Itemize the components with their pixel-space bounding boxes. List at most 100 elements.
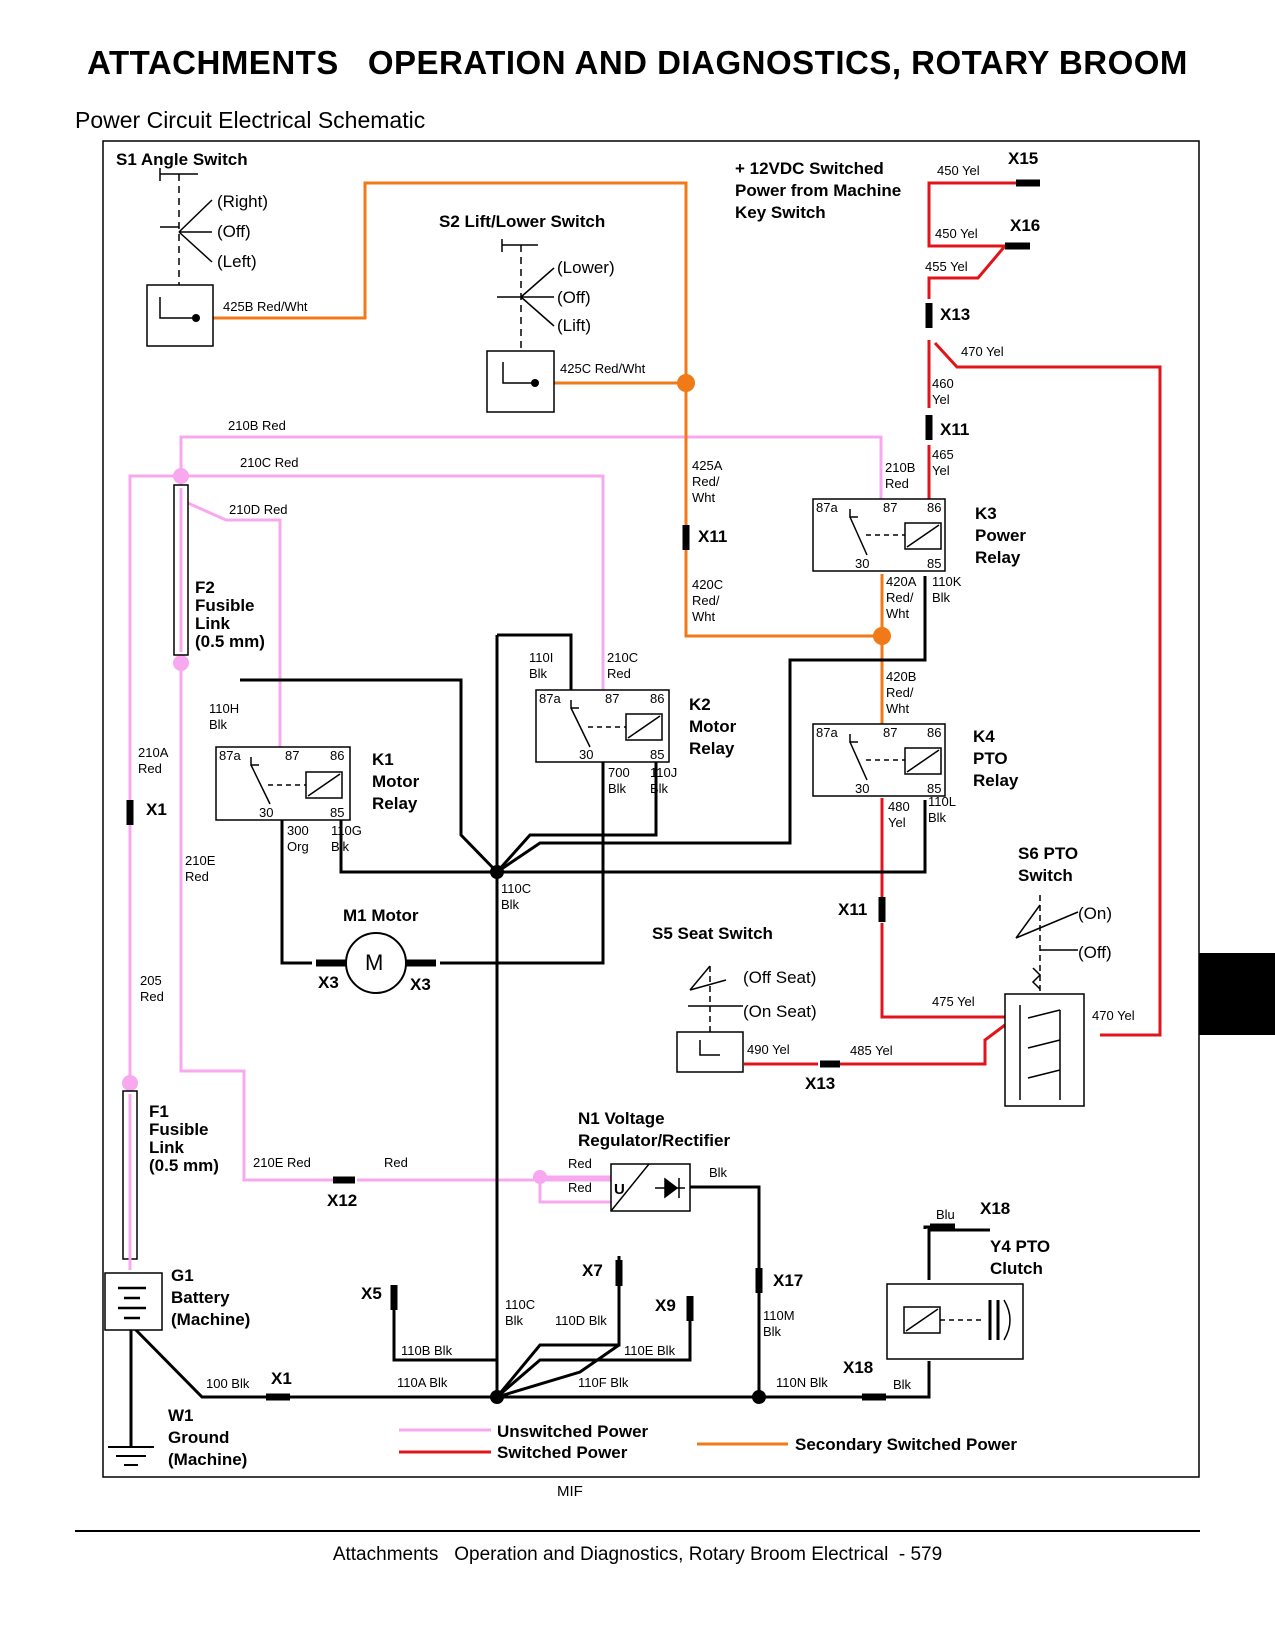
- wire-label: Red/: [692, 474, 720, 489]
- wire-label: Blk: [928, 810, 947, 825]
- wire-label: Blk: [529, 666, 548, 681]
- connector-x12: X12: [327, 1191, 357, 1210]
- s1-left-label: (Left): [217, 252, 257, 271]
- connector-x3: X3: [318, 973, 339, 992]
- wire-label: 425B Red/Wht: [223, 299, 308, 314]
- junction-dot: [173, 655, 189, 671]
- relay-terminal-labels: 87a 87 86 30 85 87a 87 86 30 85 87a 87 8…: [219, 500, 941, 820]
- k3-relay-box: [812, 498, 946, 572]
- legend: Unswitched Power Switched Power Secondar…: [497, 1422, 1017, 1462]
- s2-off-label: (Off): [557, 288, 591, 307]
- wire-label: 470 Yel: [961, 344, 1004, 359]
- junction-dot: [490, 1390, 504, 1404]
- n1-voltage-regulator: [610, 1163, 691, 1212]
- wire-label: 110A Blk: [397, 1375, 448, 1390]
- m1-symbol: M: [365, 950, 383, 975]
- wire-label: Blk: [709, 1165, 728, 1180]
- page-footer: Attachments Operation and Diagnostics, R…: [332, 1544, 943, 1565]
- wire-label: Red/: [692, 593, 720, 608]
- wire-label: Red: [185, 869, 209, 884]
- junction-dot: [173, 468, 189, 484]
- w1-label: W1: [168, 1406, 194, 1425]
- wire-label: 110K: [932, 574, 962, 589]
- terminal-label: 87a: [816, 725, 838, 740]
- terminal-label: 30: [259, 805, 273, 820]
- wire-label: Red: [607, 666, 631, 681]
- connector-x17: X17: [773, 1271, 803, 1290]
- s5-label: S5 Seat Switch: [652, 924, 773, 943]
- w1-label: (Machine): [168, 1450, 247, 1469]
- wire-label: Red: [384, 1155, 408, 1170]
- k2-label: K2: [689, 695, 711, 714]
- k4-label: PTO: [973, 749, 1008, 768]
- s6-off-label: (Off): [1078, 943, 1112, 962]
- s2-lift-lower-switch: [486, 239, 555, 413]
- wire-label: 110L: [928, 794, 956, 809]
- f1-label: Fusible: [149, 1120, 209, 1139]
- wire-label: Blk: [331, 839, 350, 854]
- connector-marks: [126, 179, 1040, 1401]
- connector-x13: X13: [940, 305, 970, 324]
- power-source-label: + 12VDC Switched: [735, 159, 884, 178]
- wire-label: 485 Yel: [850, 1043, 893, 1058]
- wire-label: 210C: [607, 650, 638, 665]
- k3-label: Power: [975, 526, 1026, 545]
- wire-label: Blk: [763, 1324, 782, 1339]
- connector-x16: X16: [1010, 216, 1040, 235]
- k1-label: Motor: [372, 772, 420, 791]
- wire-label: Red: [568, 1156, 592, 1171]
- wire-label: 425C Red/Wht: [560, 361, 646, 376]
- legend-switched: Switched Power: [497, 1443, 628, 1462]
- secondary-switched-wires: [213, 181, 884, 729]
- wire-label: 210E Red: [253, 1155, 311, 1170]
- terminal-label: 30: [855, 781, 869, 796]
- wire-label: Yel: [932, 463, 950, 478]
- connector-x7: X7: [582, 1261, 603, 1280]
- f2-label: Fusible: [195, 596, 255, 615]
- wire-label: Blk: [608, 781, 627, 796]
- junction-dot: [533, 1170, 547, 1184]
- terminal-label: 86: [330, 748, 344, 763]
- f2-label: Link: [195, 614, 230, 633]
- k1-label: K1: [372, 750, 394, 769]
- connector-x5: X5: [361, 1284, 382, 1303]
- g1-label: Battery: [171, 1288, 230, 1307]
- wire-label: Blk: [932, 590, 951, 605]
- wire-label: 700: [608, 765, 630, 780]
- s1-label: S1 Angle Switch: [116, 150, 248, 169]
- diagram-subtitle: Power Circuit Electrical Schematic: [75, 107, 426, 133]
- s1-angle-switch: [146, 168, 214, 347]
- wire-label: 420C: [692, 577, 723, 592]
- wire-label: Wht: [886, 606, 910, 621]
- wire-label: Red/: [886, 685, 914, 700]
- terminal-label: 85: [927, 556, 941, 571]
- wire-label: 210A: [138, 745, 169, 760]
- s2-label: S2 Lift/Lower Switch: [439, 212, 605, 231]
- junction-dot: [122, 1075, 138, 1091]
- terminal-label: 30: [579, 747, 593, 762]
- page-title: ATTACHMENTS OPERATION AND DIAGNOSTICS, R…: [87, 44, 1188, 81]
- wire-label: 110J: [650, 765, 677, 780]
- s6-on-label: (On): [1078, 904, 1112, 923]
- f1-label: Link: [149, 1138, 184, 1157]
- connector-x1: X1: [271, 1369, 292, 1388]
- wire-label: 110E Blk: [624, 1343, 676, 1358]
- wire-label: Wht: [692, 609, 716, 624]
- wire-label: 110C: [505, 1297, 535, 1312]
- k4-label: K4: [973, 727, 995, 746]
- y4-label: Y4 PTO: [990, 1237, 1050, 1256]
- wire-label: 490 Yel: [747, 1042, 790, 1057]
- k2-label: Motor: [689, 717, 737, 736]
- y4-label: Clutch: [990, 1259, 1043, 1278]
- f1-label: F1: [149, 1102, 169, 1121]
- connector-x3: X3: [410, 975, 431, 994]
- wire-labels: 425B Red/Wht 425C Red/Wht 450 Yel 450 Ye…: [138, 163, 1135, 1392]
- k3-label: Relay: [975, 548, 1021, 567]
- wire-label: Red: [568, 1180, 592, 1195]
- legend-secondary: Secondary Switched Power: [795, 1435, 1017, 1454]
- wire-label: 210E: [185, 853, 216, 868]
- wire-label: 425A: [692, 458, 723, 473]
- wire-label: 110N Blk: [776, 1375, 828, 1390]
- connector-x11: X11: [940, 420, 969, 439]
- k4-relay-box: [812, 723, 946, 797]
